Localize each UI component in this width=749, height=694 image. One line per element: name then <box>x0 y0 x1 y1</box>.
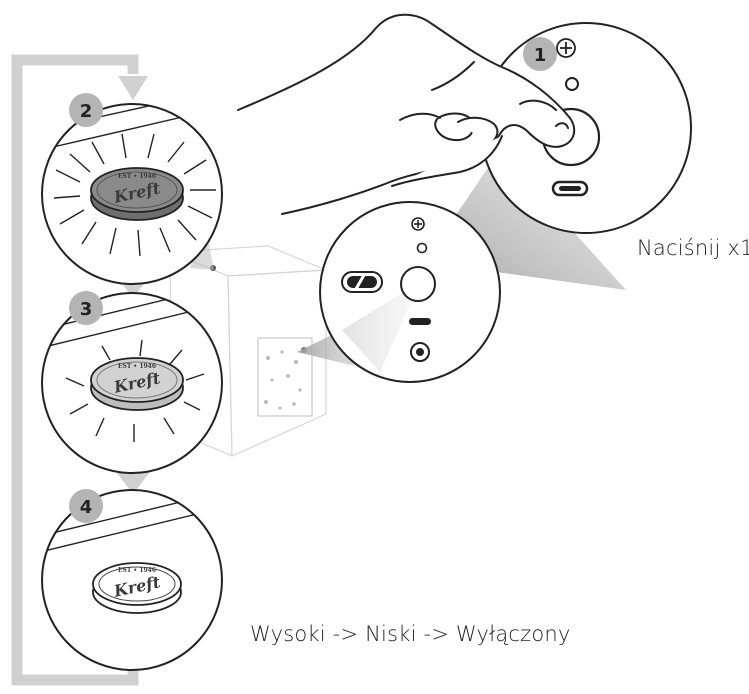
step-number-4: 4 <box>80 497 93 518</box>
step-badge-3: 3 <box>69 291 103 325</box>
press-once-label: Naciśnij x1 <box>637 236 749 260</box>
audio-jack <box>411 343 429 361</box>
usb-c-port <box>409 318 431 325</box>
coin-brand-text: EST • 1946 <box>118 363 156 370</box>
mode-sequence-label: Wysoki -> Niski -> Wyłączony <box>250 622 571 646</box>
power-button[interactable] <box>401 267 435 301</box>
screw-icon-large <box>557 39 575 57</box>
step-badge-1: 1 <box>523 37 557 71</box>
coin-brand-text: EST • 1946 <box>118 173 156 180</box>
step1-zoom <box>481 23 691 233</box>
step-badge-4: 4 <box>69 489 103 523</box>
step-number-1: 1 <box>534 45 547 66</box>
step-number-2: 2 <box>80 101 93 122</box>
step4-coin-zoom: EST • 1946 Kreft <box>40 490 230 670</box>
slide-switch[interactable] <box>342 272 382 292</box>
step-number-3: 3 <box>80 299 93 320</box>
coin-brand-text: EST • 1946 <box>118 567 156 574</box>
step3-coin-zoom: EST • 1946 Kreft <box>40 284 230 473</box>
step-badge-2: 2 <box>69 93 103 127</box>
device-panel-zoom <box>320 202 500 382</box>
